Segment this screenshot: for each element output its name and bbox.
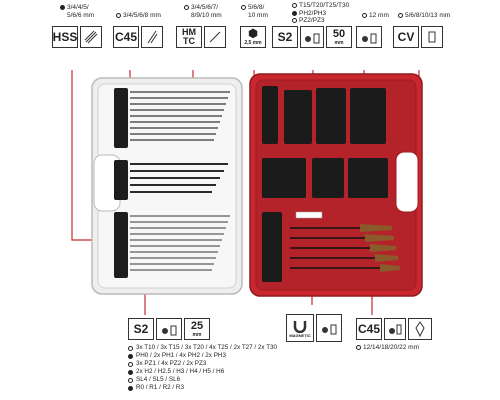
hex-badge: ⬢ 2,5 mm	[240, 26, 266, 48]
diameter-icon	[356, 345, 361, 350]
spec-line: 5/6/8/	[248, 4, 265, 11]
magnet-icon	[293, 320, 307, 333]
c45-spade-badge: C45	[356, 318, 382, 340]
bullet-icon	[292, 18, 297, 23]
hex-icon: ⬢	[248, 27, 258, 40]
list-item: 3x T10 / 3x T15 / 3x T20 / 4x T25 / 2x T…	[136, 344, 278, 351]
drill-bits-bottom	[130, 215, 230, 271]
spade-bits	[290, 227, 380, 269]
bullet-icon	[292, 10, 297, 16]
brand-label	[295, 211, 323, 219]
spec-line: 12 mm	[369, 12, 389, 19]
spec-line: 10 mm	[248, 11, 268, 19]
torx-s2-badge: S2	[272, 26, 298, 48]
socket-icon	[356, 26, 382, 48]
list-item: SL4 / SL5 / SL6	[136, 376, 181, 383]
drill-bits-mid	[130, 163, 228, 193]
bullet-icon	[292, 3, 297, 8]
bullet-icon	[128, 354, 133, 359]
spec-line: 3/4/5/6/7/	[191, 4, 219, 11]
spec-cv-text: 5/6/8/10/13 mm	[398, 12, 450, 20]
spec-torx-text: T15/T20/T25/T30 PH2/PH3 PZ2/PZ3	[292, 2, 349, 25]
bullet-icon	[128, 378, 133, 383]
c45-badge: C45	[113, 26, 139, 48]
spec-line: PH2/PH3	[299, 9, 327, 17]
magnetic-caption: MAGNETIC	[289, 332, 311, 338]
length-value: 50	[332, 27, 346, 40]
bullet-icon	[398, 13, 403, 18]
spec-spade-text: 12/14/18/20/22 mm	[356, 344, 419, 352]
spec-line: 3/4/5/6/8 mm	[123, 12, 161, 19]
spec-hmtc-text: 3/4/5/6/7/ 8/9/10 mm	[184, 4, 222, 19]
spec-line: 12/14/18/20/22 mm	[363, 344, 420, 351]
bullet-icon	[60, 5, 65, 10]
s2-badge: S2	[128, 318, 154, 340]
socket-icon	[384, 318, 406, 340]
spec-line: 5/6/6 mm	[67, 11, 95, 19]
list-item: R0 / R1 / R2 / R3	[136, 384, 184, 391]
diameter-icon	[241, 5, 246, 10]
hss-badge: HSS	[52, 26, 78, 48]
spec-line: T15/T20/T25/T30	[299, 2, 350, 9]
spec-line: 5/6/8/10/13 mm	[405, 12, 451, 19]
spade-bit-heads	[360, 224, 400, 272]
length-value: 25	[190, 319, 204, 332]
bit-list: 3x T10 / 3x T15 / 3x T20 / 4x T25 / 2x T…	[128, 344, 277, 392]
bit-holders-right	[262, 86, 388, 282]
length-unit: mm	[334, 39, 344, 46]
diameter-icon	[184, 5, 189, 10]
magnetic-badge: MAGNETIC	[286, 314, 314, 342]
bullet-icon	[128, 386, 133, 391]
list-item: 2x H2 / H2.5 / H3 / H4 / H5 / H6	[136, 368, 225, 375]
spade-bit-icon	[408, 318, 432, 340]
spec-c45-text: 3/4/5/6/8 mm	[116, 12, 161, 20]
bit-type-icon	[156, 318, 182, 340]
bit-columns-left	[114, 88, 128, 278]
length-badge: 25 mm	[184, 318, 210, 340]
diameter-icon	[362, 13, 367, 18]
masonry-drill-icon	[204, 26, 226, 48]
list-item: 3x PZ1 / 4x PZ2 / 2x PZ3	[136, 360, 207, 367]
bit-type-icon	[316, 314, 342, 342]
bullet-icon	[128, 346, 133, 351]
diameter-icon	[116, 13, 121, 18]
bullet-icon	[128, 370, 133, 375]
spec-line: 3/4/4/5/	[67, 4, 89, 11]
spec-12mm-text: 12 mm	[362, 12, 389, 20]
list-item: PH0 / 2x PH1 / 4x PH2 / 2x PH3	[136, 352, 226, 359]
drill-bits-top	[130, 91, 230, 141]
bit-type-icon	[300, 26, 324, 48]
spec-line: PZ2/PZ3	[299, 17, 325, 24]
wood-drill-icon	[141, 26, 163, 48]
socket-icon	[421, 26, 443, 48]
spec-hex-text: 5/6/8/ 10 mm	[241, 4, 268, 19]
torx-length-badge: 50 mm	[326, 26, 352, 48]
spec-hss-text: 3/4/4/5/ 5/6/6 mm	[60, 4, 94, 19]
length-unit: mm	[192, 331, 202, 338]
spiral-drill-icon	[80, 26, 102, 48]
spec-line: 8/9/10 mm	[191, 11, 222, 19]
hex-caption: 2,5 mm	[244, 39, 262, 46]
bullet-icon	[128, 362, 133, 367]
cv-badge: CV	[393, 26, 419, 48]
